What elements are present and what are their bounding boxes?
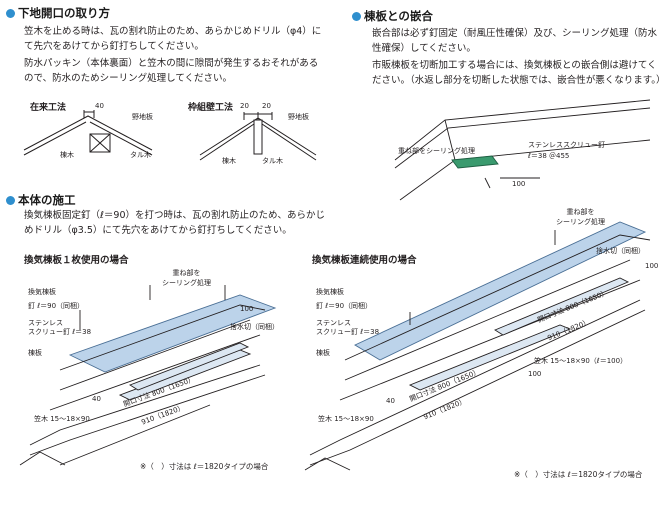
single-dim-40: 40 xyxy=(92,395,101,403)
diagram-title-zairai: 在来工法 xyxy=(30,103,67,113)
zairai-label-noji: 野地板 xyxy=(132,113,153,121)
wakugumi-dim-2: 20 xyxy=(262,102,271,110)
multi-use-title: 換気棟板連続使用の場合 xyxy=(312,255,417,266)
munaita-paragraph-1: 嵌合部は必ず釘固定（耐風圧性確保）及び、シーリング処理（防水性確保）してください… xyxy=(372,28,658,54)
section-title-munaita: 棟板との嵌合 xyxy=(352,8,433,24)
munaita-label-screw-spec: ℓ＝38 ＠455 xyxy=(528,152,570,160)
munaita-label-screw: ステンレススクリュー釘 xyxy=(528,141,605,149)
single-use-title: 換気棟板１枚使用の場合 xyxy=(24,255,129,266)
bullet-icon xyxy=(6,9,15,18)
multi-label-stainless: ステンレス xyxy=(316,319,351,327)
wakugumi-label-noji: 野地板 xyxy=(288,113,309,121)
multi-label-seal: 重ね部を シーリング処理 xyxy=(556,208,605,226)
zairai-diagram xyxy=(23,110,153,156)
multi-label-unit: 換気棟板 xyxy=(316,288,344,296)
bullet-icon xyxy=(6,196,15,205)
diagram-title-wakugumi: 枠組壁工法 xyxy=(188,103,234,113)
single-note: ※（ ）寸法は ℓ＝1820タイプの場合 xyxy=(140,462,269,471)
wakugumi-diagram xyxy=(199,112,317,161)
shitaji-paragraph-1: 笠木を止める時は、瓦の割れ防止のため、あらかじめドリル（φ4）にて先穴をあけてか… xyxy=(24,26,322,52)
single-dim-100: 100 xyxy=(240,305,254,313)
wakugumi-label-munagi: 棟木 xyxy=(222,157,236,165)
section-title-shitaji: 下地開口の取り方 xyxy=(6,5,110,21)
single-label-stainless: ステンレス xyxy=(28,319,63,327)
zairai-dim: 40 xyxy=(95,102,104,110)
multi-dim-40: 40 xyxy=(386,397,395,405)
zairai-label-munagi: 棟木 xyxy=(60,151,74,159)
multi-dim-100b: 100 xyxy=(528,370,542,378)
wakugumi-label-taruki: タル木 xyxy=(262,157,283,165)
multi-label-kasagi-2: 笠木 15～18×90 xyxy=(318,415,374,423)
single-label-seal: 重ね部を シーリング処理 xyxy=(162,269,211,287)
multi-label-board: 棟板 xyxy=(316,349,330,357)
munaita-label-seal: 重ね部をシーリング処理 xyxy=(398,147,475,155)
bullet-icon xyxy=(352,12,361,21)
multi-label-kasagi: 笠木 15～18×90（ℓ＝100） xyxy=(534,357,628,365)
munaita-dim-100: 100 xyxy=(512,180,526,188)
single-label-cutter: 捨水切（同梱） xyxy=(230,323,279,331)
single-label-kasagi: 笠木 15～18×90 xyxy=(34,415,90,423)
shitaji-paragraph-2: 防水パッキン（本体裏面）と笠木の間に隙間が発生するおそれがあるので、防水のためシ… xyxy=(24,58,319,84)
multi-note: ※（ ）寸法は ℓ＝1820タイプの場合 xyxy=(514,470,643,479)
single-label-screw: スクリュー釘 ℓ＝38 xyxy=(28,328,92,336)
single-label-nail: 釘 ℓ＝90（同梱） xyxy=(28,302,85,310)
multi-dim-100a: 100 xyxy=(645,262,659,270)
multi-label-nail: 釘 ℓ＝90（同梱） xyxy=(316,302,373,310)
section-title-hontai: 本体の施工 xyxy=(6,192,76,208)
wakugumi-dim-1: 20 xyxy=(240,102,249,110)
multi-label-screw: スクリュー釘 ℓ＝38 xyxy=(316,328,380,336)
single-label-board: 棟板 xyxy=(28,349,42,357)
munaita-paragraph-2: 市販棟板を切断加工する場合には、換気棟板との嵌合側は避けてください。（水返し部分… xyxy=(372,60,666,86)
hontai-paragraph-1: 換気棟板固定釘（ℓ＝90）を打つ時は、瓦の割れ防止のため、あらかじめドリル（φ3… xyxy=(24,210,326,236)
zairai-label-taruki: タル木 xyxy=(130,151,151,159)
multi-label-cutter: 捨水切（同梱） xyxy=(596,247,645,255)
single-label-unit: 換気棟板 xyxy=(28,288,56,296)
